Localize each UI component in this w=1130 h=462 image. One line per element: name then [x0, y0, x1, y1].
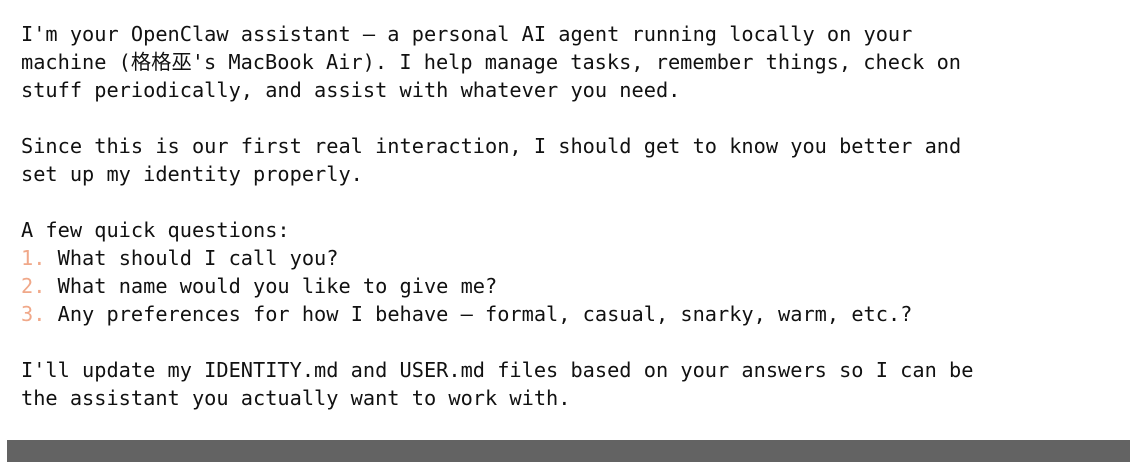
list-number: 2. [21, 274, 46, 298]
context-line: Since this is our first real interaction… [21, 134, 962, 158]
closing-line: I'll update my IDENTITY.md and USER.md f… [21, 358, 974, 382]
paragraph-spacer [21, 328, 1120, 356]
intro-paragraph: I'm your OpenClaw assistant — a personal… [21, 20, 1120, 104]
questions-heading: A few quick questions: [21, 218, 290, 242]
list-item: 3. Any preferences for how I behave — fo… [21, 300, 1120, 328]
list-item-text: What name would you like to give me? [57, 274, 498, 298]
assistant-message: I'm your OpenClaw assistant — a personal… [21, 20, 1120, 412]
intro-line: stuff periodically, and assist with what… [21, 78, 681, 102]
list-item-text: Any preferences for how I behave — forma… [57, 302, 913, 326]
list-item: 2. What name would you like to give me? [21, 272, 1120, 300]
list-number: 3. [21, 302, 46, 326]
context-line: set up my identity properly. [21, 162, 363, 186]
context-paragraph: Since this is our first real interaction… [21, 132, 1120, 188]
intro-line: machine (格格巫's MacBook Air). I help mana… [21, 50, 961, 74]
paragraph-spacer [21, 104, 1120, 132]
questions-list: 1. What should I call you? 2. What name … [21, 244, 1120, 328]
list-item-text: What should I call you? [57, 246, 339, 270]
closing-paragraph: I'll update my IDENTITY.md and USER.md f… [21, 356, 1120, 412]
list-number: 1. [21, 246, 46, 270]
intro-line: I'm your OpenClaw assistant — a personal… [21, 22, 913, 46]
closing-line: the assistant you actually want to work … [21, 386, 571, 410]
list-item: 1. What should I call you? [21, 244, 1120, 272]
paragraph-spacer [21, 188, 1120, 216]
input-bar[interactable] [7, 440, 1130, 462]
